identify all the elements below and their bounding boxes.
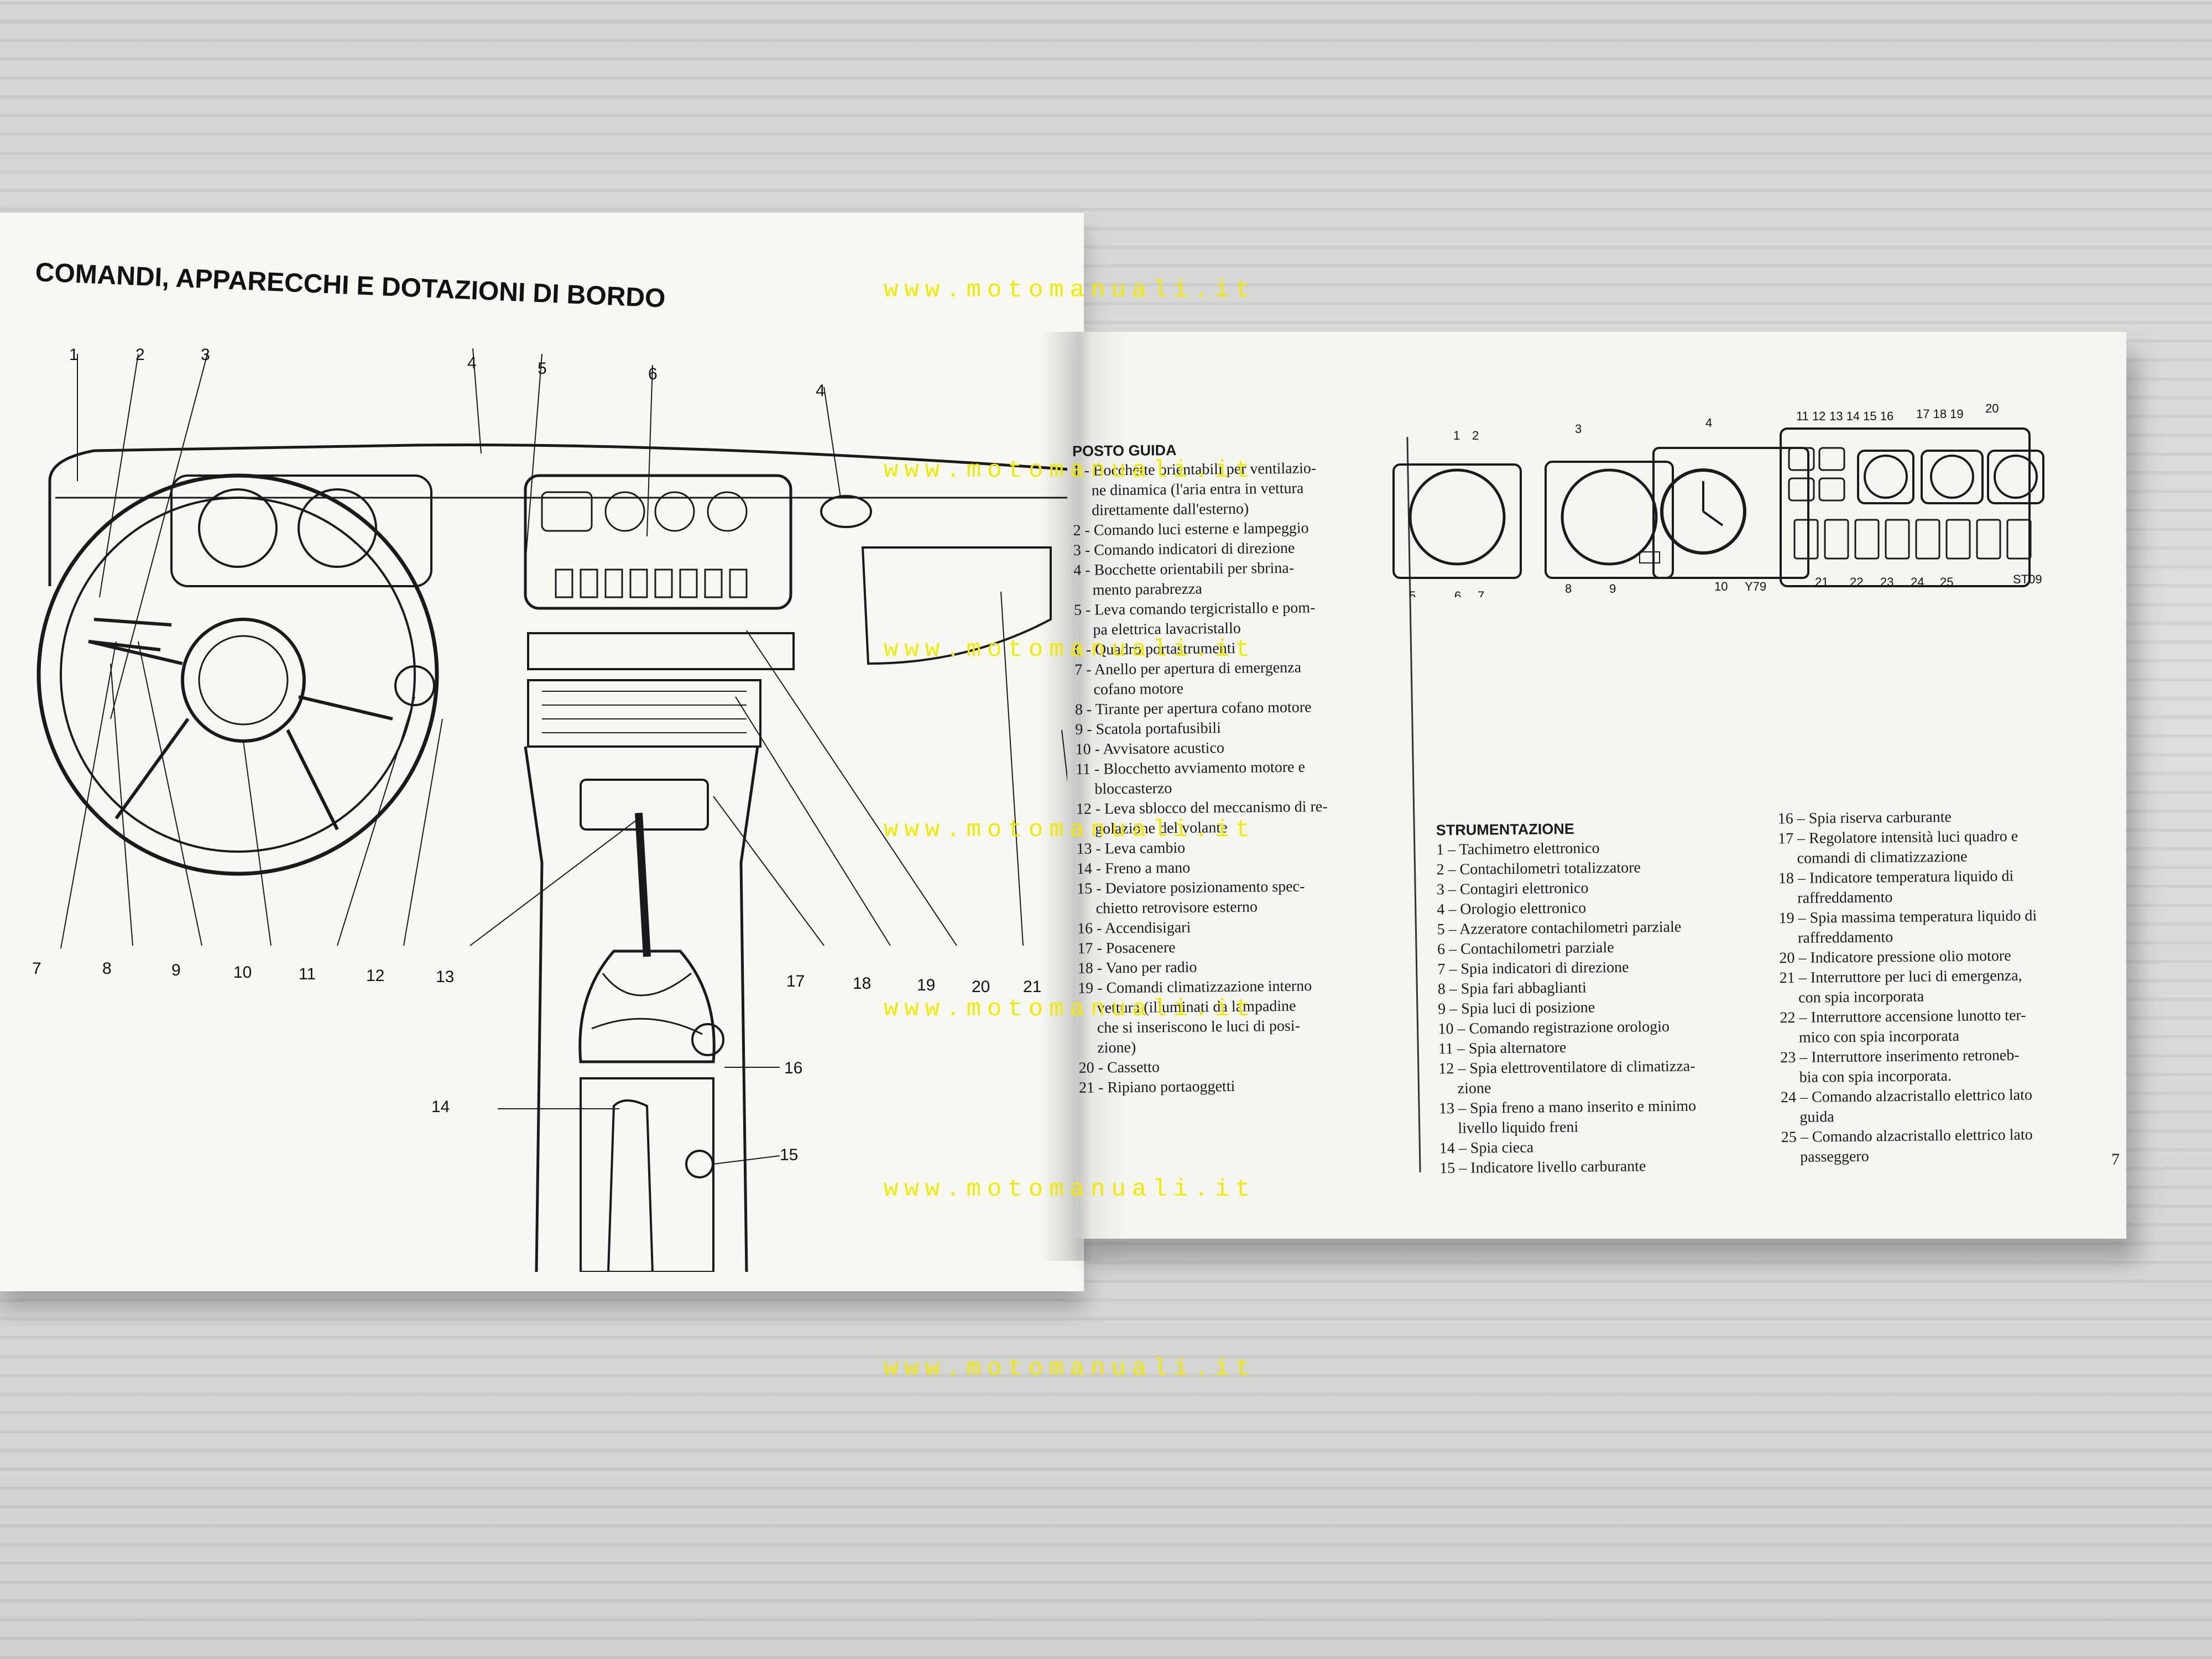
- list-item: chietto retrovisore esterno: [1095, 898, 1258, 917]
- callout-6: 6: [648, 365, 658, 383]
- callout-18: 18: [853, 974, 872, 993]
- list-item: 9 - Scatola portafusibili: [1075, 719, 1222, 738]
- watermark: www.motomanuali.it: [884, 995, 1256, 1023]
- callout-21: 21: [1023, 978, 1042, 996]
- gauge-label-y79: Y79: [1745, 580, 1766, 593]
- gauge-label-st09: ST09: [2013, 572, 2042, 586]
- callout-4b: 4: [816, 382, 825, 400]
- callout-3: 3: [201, 346, 210, 364]
- page-number: 7: [2111, 1150, 2120, 1168]
- callout-4: 4: [467, 354, 477, 372]
- callout-17: 17: [786, 972, 805, 990]
- gauge-label-5: 5: [1409, 589, 1416, 597]
- list-item: 18 - Vano per radio: [1077, 958, 1197, 977]
- list-item: 20 - Cassetto: [1078, 1058, 1160, 1077]
- list-item: cofano motore: [1093, 680, 1184, 698]
- callout-2: 2: [135, 346, 145, 364]
- list-item: 10 - Avvisatore acustico: [1075, 739, 1225, 758]
- list-item: 15 – Indicatore livello carburante: [1439, 1157, 1646, 1177]
- gauge-label-4: 4: [1705, 416, 1712, 430]
- list-item: zione): [1097, 1039, 1136, 1057]
- gauge-label-6: 6: [1454, 589, 1461, 597]
- gauge-label-7: 7: [1478, 589, 1484, 597]
- gauge-label-10: 10: [1714, 580, 1728, 593]
- list-item: 2 - Comando luci esterne e lampeggio: [1073, 519, 1309, 539]
- gauge-label-3: 3: [1575, 422, 1582, 436]
- strumentazione-col-1: STRUMENTAZIONE 1 – Tachimetro elettronic…: [1436, 817, 1794, 1179]
- gauge-label-21: 21: [1815, 575, 1828, 589]
- gauge-label-13-16: 13 14 15 16: [1829, 409, 1893, 423]
- callout-20: 20: [972, 978, 990, 996]
- list-item: 14 - Freno a mano: [1076, 859, 1191, 878]
- gauge-label-23: 23: [1880, 575, 1893, 589]
- list-item: 4 - Bocchette orientabili per sbrina-: [1073, 559, 1295, 579]
- callout-11: 11: [299, 965, 316, 983]
- callout-14: 14: [431, 1098, 450, 1116]
- callout-9: 9: [171, 961, 181, 979]
- gauge-label-11-12: 11 12: [1796, 409, 1825, 423]
- gauge-label-24: 24: [1911, 575, 1924, 589]
- gauge-label-25: 25: [1940, 575, 1953, 589]
- list-item: 8 - Tirante per apertura cofano motore: [1074, 698, 1312, 718]
- callout-13: 13: [436, 968, 455, 986]
- list-item: 17 - Posacenere: [1077, 939, 1176, 957]
- list-item: mento parabrezza: [1092, 580, 1202, 599]
- gauge-label-17-19: 17 18 19: [1916, 407, 1964, 421]
- list-item: 3 - Comando indicatori di direzione: [1073, 539, 1295, 559]
- book-spine-shadow: [1040, 332, 1128, 1261]
- watermark: www.motomanuali.it: [884, 816, 1256, 844]
- gauge-label-2: 2: [1472, 429, 1479, 442]
- callout-1: 1: [69, 346, 79, 364]
- watermark: www.motomanuali.it: [884, 636, 1256, 664]
- watermark: www.motomanuali.it: [884, 457, 1256, 484]
- callout-16: 16: [784, 1059, 803, 1077]
- list-item: 21 - Ripiano portaoggetti: [1078, 1077, 1235, 1097]
- list-item: 11 - Blocchetto avviamento motore e: [1075, 758, 1306, 778]
- callout-12: 12: [366, 967, 385, 985]
- right-page: [1076, 332, 2126, 1239]
- left-page: [0, 213, 1084, 1291]
- list-item: passeggero: [1800, 1147, 1869, 1166]
- list-item: 16 - Accendisigari: [1077, 919, 1191, 937]
- watermark: www.motomanuali.it: [884, 276, 1256, 304]
- watermark: www.motomanuali.it: [884, 1355, 1256, 1383]
- list-item: 5 - Leva comando tergicristallo e pom-: [1073, 599, 1316, 619]
- list-item: bloccasterzo: [1094, 780, 1172, 798]
- list-item: direttamente dall'esterno): [1091, 500, 1249, 519]
- callout-8: 8: [102, 959, 112, 978]
- callout-5: 5: [538, 359, 547, 378]
- gauge-label-1: 1: [1453, 429, 1460, 442]
- instrument-cluster-diagram: 1 2 3 4 11 12 13 14 15 16 17 18 19 20 5 …: [1392, 401, 2044, 597]
- callout-7: 7: [32, 959, 41, 978]
- gauge-label-8: 8: [1565, 582, 1572, 596]
- dashboard-illustration: [36, 348, 1067, 1272]
- gauge-label-9: 9: [1609, 582, 1616, 596]
- callout-10: 10: [233, 963, 252, 982]
- watermark: www.motomanuali.it: [884, 1176, 1256, 1203]
- gauge-label-22: 22: [1850, 575, 1863, 589]
- gauge-label-20: 20: [1985, 401, 1999, 415]
- callout-15: 15: [780, 1146, 799, 1164]
- list-item: 15 - Deviatore posizionamento spec-: [1077, 878, 1305, 898]
- callout-19: 19: [917, 976, 936, 994]
